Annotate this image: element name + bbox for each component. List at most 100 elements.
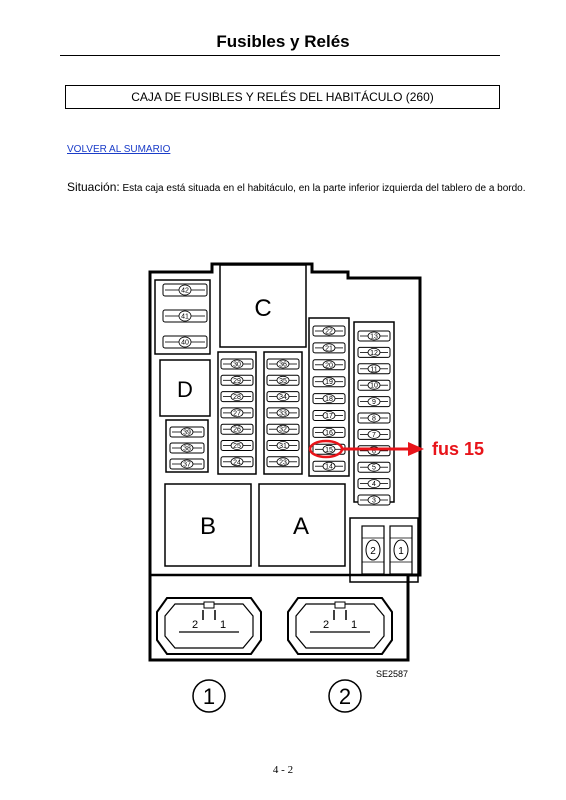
fuse-13: 13 [357,330,391,342]
fuse-21: 21 [312,342,346,354]
fuse-label: 29 [233,378,241,385]
top-fuse-group [154,279,211,355]
fuse-39: 39 [169,426,205,438]
fuse-41: 41 [162,309,208,323]
page-title: Fusibles y Relés [216,32,350,51]
fuse-label: 8 [372,416,376,423]
relay-d-label: D [177,377,193,402]
relay-c-label: C [254,295,271,322]
fuse-label: 36 [279,362,287,369]
fuse-label: 7 [372,432,376,439]
fuse-11: 11 [357,363,391,375]
fuse-32: 32 [266,423,300,435]
fuse-column-1 [217,351,257,475]
fuse-label: 3 [372,498,376,505]
relay-a [258,483,346,567]
fuse-37: 37 [169,458,205,470]
fuse-15: 15 [312,443,346,455]
fuse-label: 26 [233,427,241,434]
fuse-30: 30 [220,358,254,370]
fuse-42: 42 [162,283,208,297]
connector-pin-label: 2 [192,619,198,631]
fuse-label: 25 [233,443,241,450]
fuse-24: 24 [220,456,254,468]
fuse-label: 9 [372,399,376,406]
fuse-34: 34 [266,391,300,403]
fuse-17: 17 [312,410,346,421]
fuse-label: 20 [325,362,333,369]
small-relay-1: 1 [389,525,413,575]
fuse-label: 31 [279,443,287,450]
fuse-label: 23 [279,459,287,466]
fuse-label: 21 [325,345,333,352]
small-relay-2: 2 [361,525,385,575]
small-relay-label: 2 [370,546,376,557]
fuse-label: 6 [372,448,376,455]
connector-number-1: 1 [192,679,226,713]
fuse-label: 13 [370,334,378,341]
fuse-label: 40 [181,340,189,347]
connector-pin-label: 1 [351,619,357,631]
section-title-box: CAJA DE FUSIBLES Y RELÉS DEL HABITÁCULO … [65,85,500,109]
connector-number-label: 1 [203,684,215,709]
connector-pin-label: 1 [220,619,226,631]
fuse-label: 42 [181,288,189,295]
relay-b-label: B [200,513,216,540]
fuse-label: 4 [372,481,376,488]
connector-number-label: 2 [339,684,351,709]
fuse-8: 8 [357,412,391,424]
fuse-18: 18 [312,393,346,405]
fuse-7: 7 [357,428,391,440]
fuse-29: 29 [220,374,254,386]
fuse-box-outline [148,262,422,662]
fuse-label: 39 [183,430,191,437]
fuse-27: 27 [220,407,254,419]
connector-pin-label: 2 [323,619,329,631]
fuse-label: 14 [325,464,333,471]
page-number: 4 - 2 [272,764,294,776]
left-fuse-group [165,419,209,473]
fuse-16: 16 [312,426,346,438]
fuse-20: 20 [312,359,346,371]
fuse-9: 9 [357,396,391,408]
fuse-36: 36 [266,358,300,370]
small-relay-group [349,517,419,583]
fuse-column-2 [263,351,303,475]
fuse-label: 41 [181,314,189,321]
fuse-10: 10 [357,379,391,391]
fuse-label: 37 [183,462,191,469]
fuse-label: 30 [233,362,241,369]
fuse-28: 28 [220,391,254,403]
fuse-31: 31 [266,440,300,451]
fuse-label: 19 [325,379,333,386]
fuse-label: 18 [325,396,333,403]
callout-arrow-head [408,442,424,456]
fuse-label: 33 [279,410,287,417]
connector-number-2: 2 [328,679,362,713]
fuse-label: 12 [370,350,378,357]
fuse-label: 32 [279,427,287,434]
fuse-label: 38 [183,446,191,453]
small-relay-label: 1 [398,546,404,557]
relay-b [164,483,252,567]
back-to-summary-link[interactable]: VOLVER AL SUMARIO [67,144,171,155]
diagram-reference: SE2587 [376,669,408,679]
fuse-5: 5 [357,461,391,473]
fuse-33: 33 [266,407,300,419]
title-rule [60,55,500,56]
fuse-40: 40 [162,335,208,349]
fuse-35: 35 [266,374,300,386]
fuse-label: 5 [372,465,376,472]
fuse-label: 11 [370,366,377,373]
fuse-6: 6 [357,445,391,457]
fuse-label: 17 [325,413,333,420]
fuse-14: 14 [312,460,346,472]
relay-d [159,359,211,417]
situation-text: Esta caja está situada en el habitáculo,… [122,183,526,194]
fuse-22: 22 [312,325,346,337]
fuse-38: 38 [169,442,205,454]
fuse-column-3 [308,317,350,477]
